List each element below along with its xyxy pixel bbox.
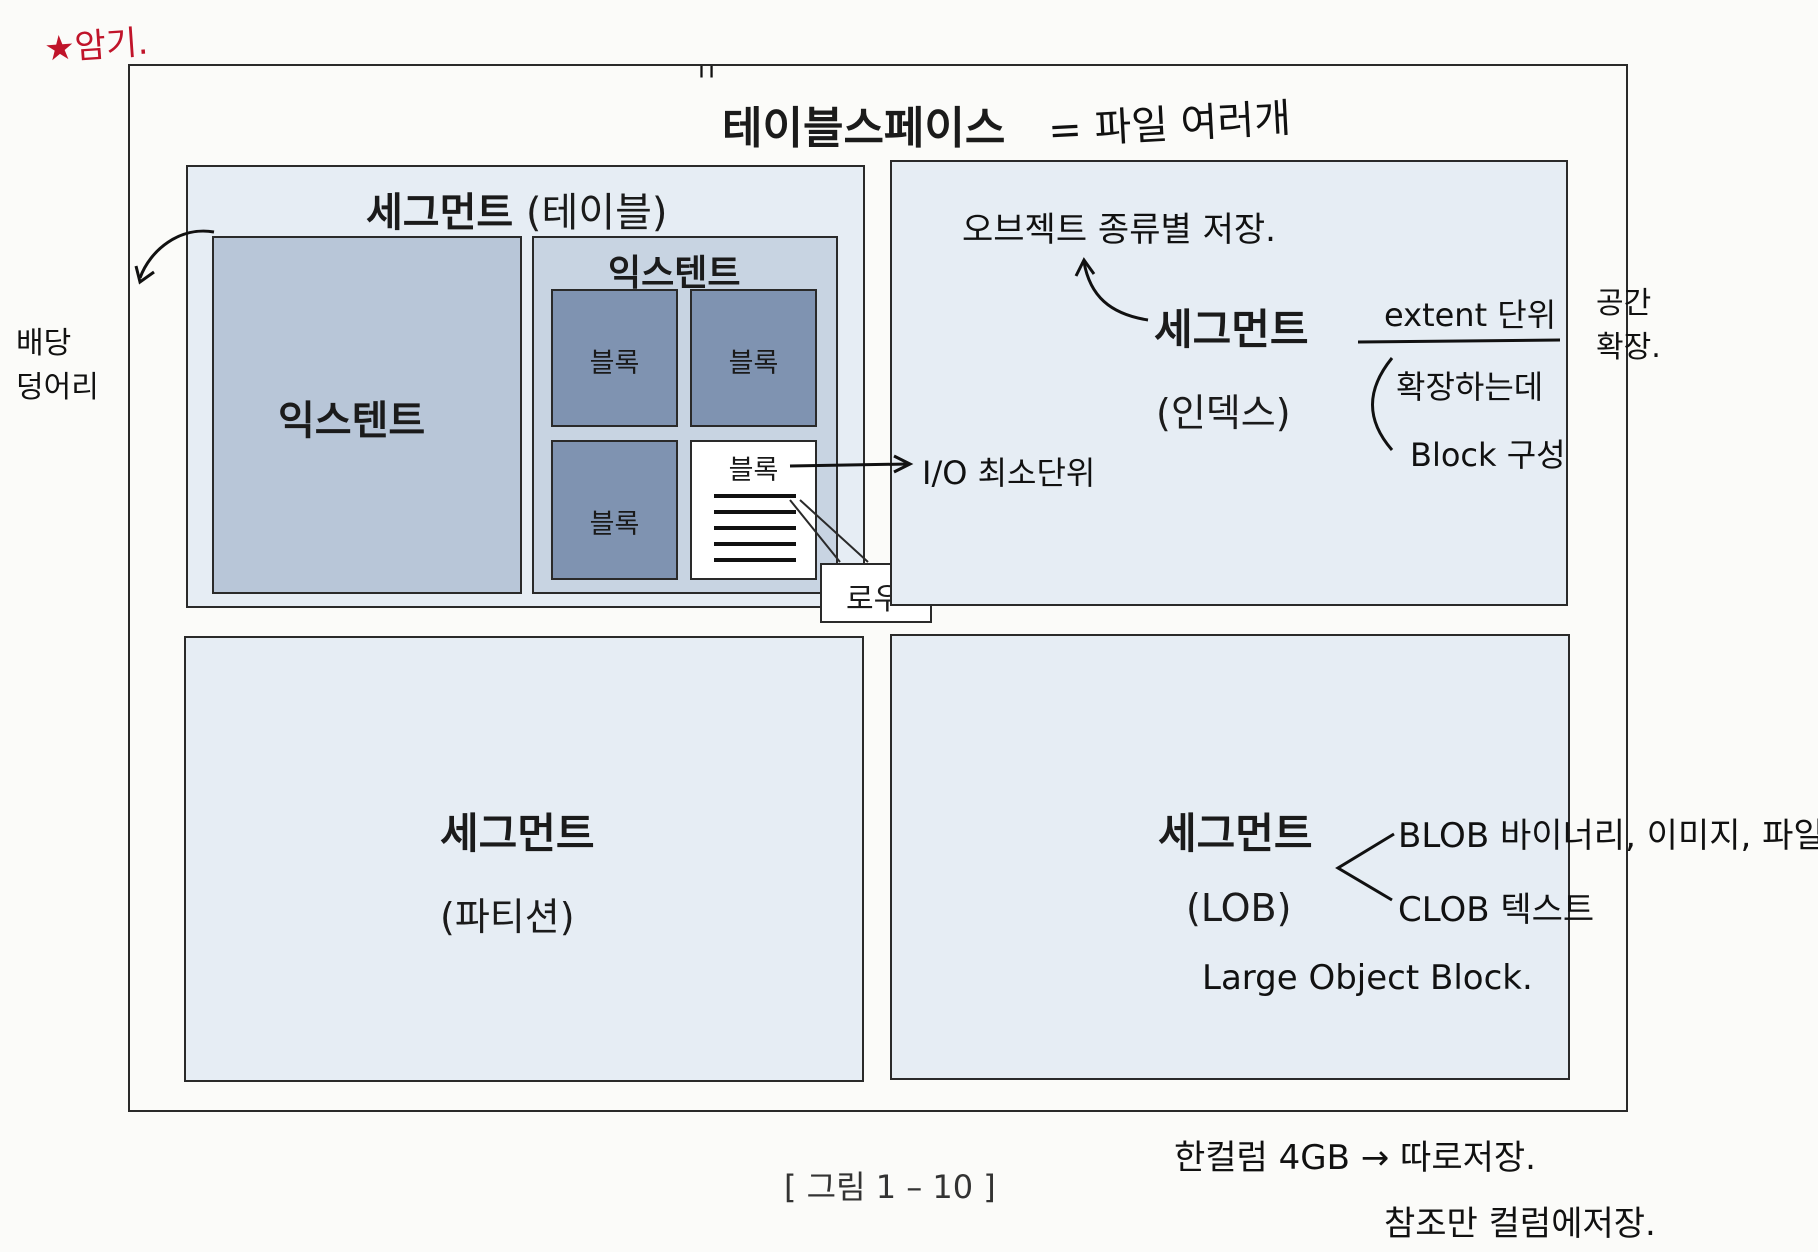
segment-table-title: 세그먼트 (테이블) bbox=[366, 180, 668, 238]
note-ref: 참조만 컬럼에저장. bbox=[1384, 1204, 1656, 1244]
segment-partition-label: 세그먼트 bbox=[440, 809, 595, 858]
tablespace-box bbox=[128, 64, 1628, 1112]
io-min-note: I/O 최소단위 bbox=[922, 454, 1096, 492]
object-arrowhead bbox=[1074, 257, 1096, 277]
figure-caption: [ 그림 1 – 10 ] bbox=[784, 1168, 996, 1206]
extent-large bbox=[212, 236, 522, 594]
segment-index bbox=[890, 160, 1568, 606]
segment-table-label: 세그먼트 bbox=[366, 190, 514, 236]
alloc-unit-note: 배당 덩어리 bbox=[16, 326, 99, 405]
block-with-rows: 블록 bbox=[690, 440, 817, 580]
segment-index-sub: (인덱스) bbox=[1156, 391, 1291, 435]
blob-note: BLOB 바이너리, 이미지, 파일 bbox=[1398, 816, 1818, 856]
segment-partition bbox=[184, 636, 864, 1082]
space-increase-note: 공간 확장. bbox=[1596, 286, 1661, 365]
block-bottom-left: 블록 bbox=[551, 440, 678, 580]
segment-lob-sub: (LOB) bbox=[1186, 886, 1292, 930]
io-arrowhead bbox=[893, 454, 914, 474]
lob-full-note: Large Object Block. bbox=[1202, 958, 1533, 998]
extent-underline bbox=[1357, 338, 1561, 344]
object-arrow bbox=[1082, 261, 1149, 322]
block-top-right: 블록 bbox=[690, 289, 817, 427]
row-line bbox=[714, 494, 796, 498]
row-line bbox=[714, 558, 796, 562]
segment-index-label: 세그먼트 bbox=[1154, 305, 1309, 354]
clob-note: CLOB 텍스트 bbox=[1398, 890, 1595, 930]
row-line bbox=[714, 542, 796, 546]
row-line bbox=[714, 510, 796, 514]
block-label: 블록 bbox=[589, 348, 640, 379]
row-callout-pointer bbox=[789, 499, 869, 563]
segment-table-sub: (테이블) bbox=[525, 190, 668, 236]
segment-partition-sub: (파티션) bbox=[440, 895, 575, 939]
alloc-arrowhead bbox=[134, 265, 155, 285]
lob-bracket bbox=[1335, 832, 1395, 902]
block-label: 블록 bbox=[728, 348, 779, 379]
extent-large-label: 익스텐트 bbox=[278, 398, 426, 444]
segment-lob bbox=[890, 634, 1570, 1080]
divider-mark: ㄲ bbox=[690, 55, 716, 88]
block-top-left: 블록 bbox=[551, 289, 678, 427]
tablespace-title: 테이블스페이스 bbox=[722, 103, 1006, 154]
block-label: 블록 bbox=[589, 509, 640, 540]
segment-lob-label: 세그먼트 bbox=[1158, 809, 1313, 858]
expand-bracket bbox=[1371, 357, 1394, 451]
alloc-arrow bbox=[138, 229, 215, 279]
io-arrow bbox=[789, 462, 909, 468]
expand-note: 확장하는데 bbox=[1396, 368, 1544, 406]
block-config-note: Block 구성 bbox=[1410, 436, 1566, 474]
extent-small-label: 익스텐트 bbox=[608, 253, 741, 294]
object-type-note: 오브젝트 종류별 저장. bbox=[962, 210, 1276, 250]
row-line bbox=[714, 526, 796, 530]
note-4gb: 한컬럼 4GB → 따로저장. bbox=[1174, 1138, 1536, 1178]
block-label: 블록 bbox=[728, 455, 779, 486]
extent-unit-note: extent 단위 bbox=[1384, 296, 1557, 334]
